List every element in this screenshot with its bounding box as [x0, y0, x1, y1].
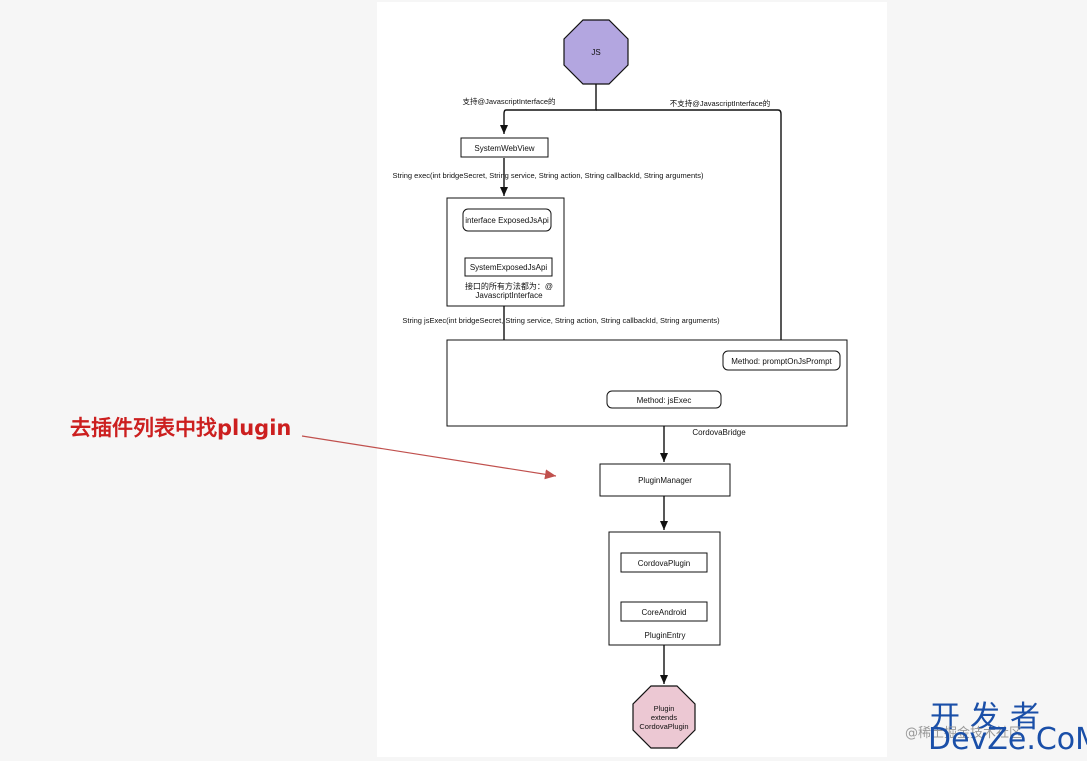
edge-label-jsexec-signature: String jsExec(int bridgeSecret, String s…: [402, 316, 720, 325]
watermark-brand-en: DevZe.CoM: [928, 722, 1087, 757]
system-webview-box: [460, 137, 549, 158]
edge-js-to-webview: [500, 84, 597, 134]
js-node: [563, 19, 629, 85]
edge-label-no-support: 不支持@JavascriptInterface的: [670, 98, 771, 108]
js-exec-label: Method: jsExec: [637, 396, 692, 405]
edge-label-supports: 支持@JavascriptInterface的: [462, 96, 555, 106]
plugin-node-line2: extends: [651, 713, 678, 722]
interface-note-line1: 接口的所有方法都为：@: [465, 281, 553, 291]
exposed-js-api-box: [462, 208, 552, 232]
exposed-js-api-label: interface ExposedJsApi: [465, 216, 549, 225]
watermark-credit: @稀土掘金技术社区: [905, 726, 1023, 741]
system-exposed-js-api-box: [464, 257, 553, 277]
plugin-node: [632, 685, 696, 749]
plugin-entry-group: [608, 531, 721, 646]
plugin-manager-box: [599, 463, 731, 497]
system-webview-label: SystemWebView: [474, 144, 534, 153]
prompt-on-js-prompt-box: [722, 350, 841, 371]
js-node-label: JS: [591, 48, 600, 57]
plugin-manager-label: PluginManager: [638, 476, 692, 485]
cordova-bridge-label: CordovaBridge: [692, 428, 746, 437]
annotation-note: 去插件列表中找plugin: [70, 416, 292, 440]
annotation-arrow: [301, 435, 557, 480]
edge-js-to-prompt: [596, 109, 785, 350]
prompt-on-js-prompt-label: Method: promptOnJsPrompt: [731, 357, 832, 366]
core-android-box: [620, 601, 708, 622]
cordova-plugin-box: [620, 552, 708, 573]
edge-label-exec-signature: String exec(int bridgeSecret, String ser…: [393, 171, 704, 180]
system-exposed-js-api-label: SystemExposedJsApi: [470, 263, 548, 272]
plugin-node-line1: Plugin: [654, 704, 675, 713]
cordova-plugin-label: CordovaPlugin: [638, 559, 690, 568]
plugin-node-line3: CordovaPlugin: [639, 722, 688, 731]
watermark-brand-cn: 开发者: [930, 700, 1050, 735]
core-android-label: CoreAndroid: [642, 608, 687, 617]
js-exec-box: [606, 390, 722, 409]
interface-note-line2: JavascriptInterface: [475, 291, 543, 300]
plugin-entry-label: PluginEntry: [645, 631, 686, 640]
